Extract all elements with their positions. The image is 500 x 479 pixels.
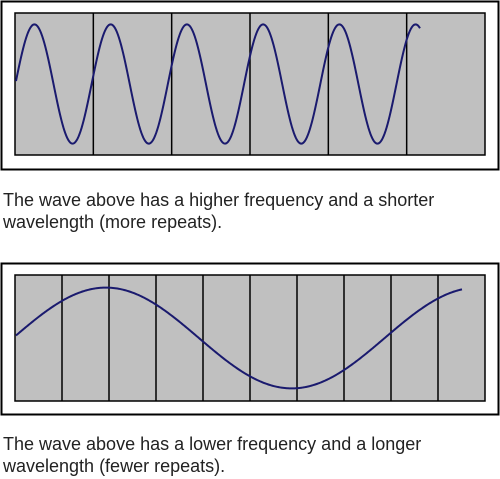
panel-dividers	[61, 275, 439, 401]
low-frequency-wave	[15, 286, 463, 390]
low-frequency-wave-diagram	[0, 262, 500, 416]
high-frequency-wave	[15, 23, 421, 145]
high-frequency-caption: The wave above has a higher frequency an…	[3, 190, 435, 232]
low-frequency-caption: The wave above has a lower frequency and…	[3, 434, 422, 476]
high-frequency-wave-diagram	[0, 0, 500, 171]
